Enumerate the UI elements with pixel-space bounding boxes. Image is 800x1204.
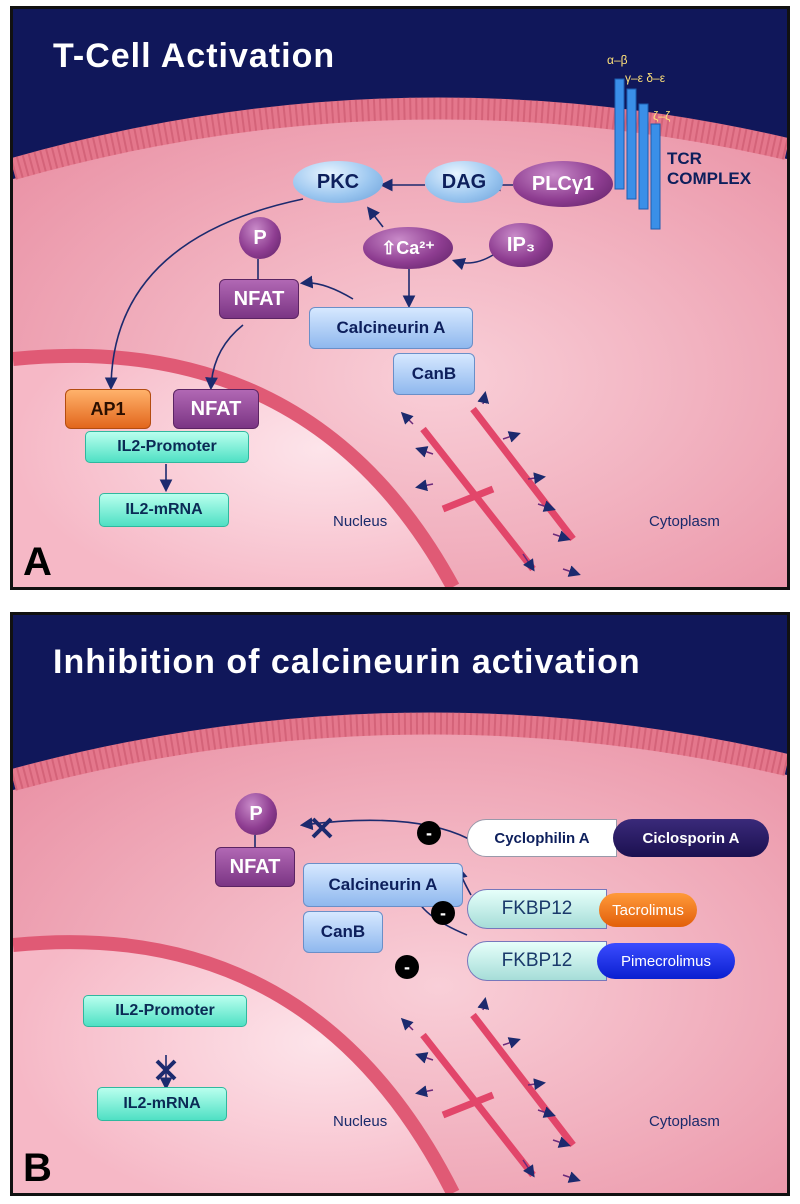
pkc-node: PKC (293, 161, 383, 203)
calcineurin-a-node: Calcineurin A (309, 307, 473, 349)
nucleus-label: Nucleus (333, 1113, 388, 1130)
phosphate-node: P (235, 793, 277, 835)
tcr-label: TCR (667, 149, 702, 168)
cytoplasm-label: Cytoplasm (649, 513, 720, 530)
nfat-cytoplasm-node: NFAT (219, 279, 299, 319)
nfat-node: NFAT (215, 847, 295, 887)
calcineurin-a-node: Calcineurin A (303, 863, 463, 907)
il2-mrna-node: IL2-mRNA (97, 1087, 227, 1121)
calcium-node: ⇧Ca²⁺ (363, 227, 453, 269)
inhibition-minus-1: - (417, 821, 441, 845)
il2-mrna-node: IL2-mRNA (99, 493, 229, 527)
panel-a-background (13, 9, 787, 587)
tcr-gamma-delta-label: γ–ε δ–ε (625, 71, 666, 85)
ap1-node: AP1 (65, 389, 151, 429)
plc-gamma1-node: PLCγ1 (513, 161, 613, 207)
il2-promoter-node: IL2-Promoter (83, 995, 247, 1027)
ip3-node: IP₃ (489, 223, 553, 267)
fkbp12-tacrolimus-pill: FKBP12 (467, 889, 607, 929)
fkbp12-pimecrolimus-pill: FKBP12 (467, 941, 607, 981)
cytoplasm-label: Cytoplasm (649, 1113, 720, 1130)
canb-node: CanB (303, 911, 383, 953)
tacrolimus-pill: Tacrolimus (599, 893, 697, 927)
inhibition-minus-3: - (395, 955, 419, 979)
ciclosporin-a-pill: Ciclosporin A (613, 819, 769, 857)
phosphate-node: P (239, 217, 281, 259)
panel-a-letter: A (23, 540, 52, 584)
tcr-zeta-label: ζ–ζ (653, 109, 671, 123)
dag-node: DAG (425, 161, 503, 203)
panel-b-title: Inhibition of calcineurin activation (53, 643, 641, 681)
il2-promoter-node: IL2-Promoter (85, 431, 249, 463)
panel-b-calcineurin-inhibition: Inhibition of calcineurin activation P N… (10, 612, 790, 1196)
inhibition-minus-2: - (431, 901, 455, 925)
panel-a-t-cell-activation: T-Cell Activation α–β γ–ε δ–ε ζ–ζ TCR CO… (10, 6, 790, 590)
nucleus-label: Nucleus (333, 513, 388, 530)
nfat-nucleus-node: NFAT (173, 389, 259, 429)
tcr-complex-label: COMPLEX (667, 169, 752, 188)
panel-a-title: T-Cell Activation (53, 37, 336, 75)
cyclophilin-a-pill: Cyclophilin A (467, 819, 617, 857)
panel-b-letter: B (23, 1146, 52, 1190)
tcr-alpha-beta-label: α–β (607, 53, 628, 67)
canb-node: CanB (393, 353, 475, 395)
pimecrolimus-pill: Pimecrolimus (597, 943, 735, 979)
